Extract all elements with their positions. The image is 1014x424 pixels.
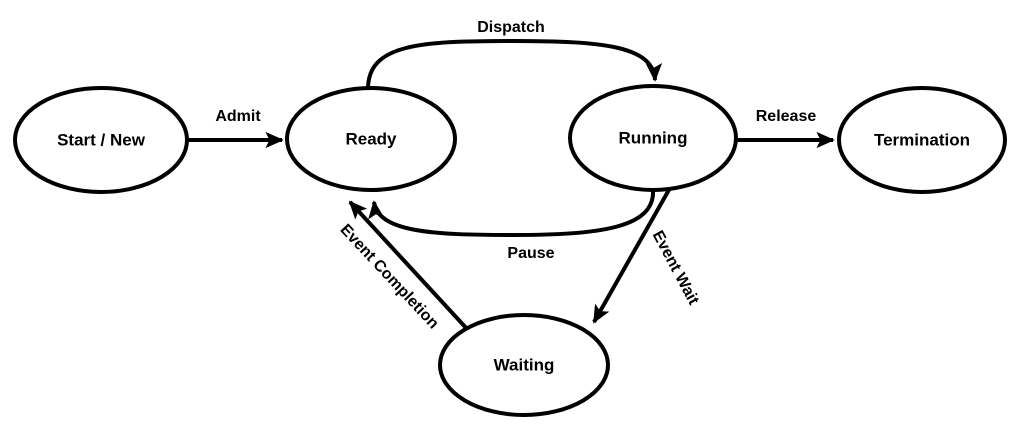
node-waiting[interactable]: Waiting (438, 313, 610, 417)
node-ready-ellipse[interactable] (285, 86, 457, 192)
edge-label-event-wait: Event Wait (649, 228, 702, 308)
node-label-ready: Ready (345, 129, 397, 148)
edge-release: Release (737, 108, 835, 149)
edge-pause: Pause (368, 189, 656, 262)
edge-event-completion-line (348, 200, 470, 332)
edge-label-dispatch: Dispatch (477, 19, 545, 36)
node-termination-ellipse[interactable] (837, 86, 1007, 194)
edge-event-wait-line (592, 187, 672, 324)
edge-pause-arc (368, 189, 656, 238)
edge-label-event-completion: Event Completion (337, 221, 442, 332)
node-start-new[interactable]: Start / New (13, 86, 189, 194)
edge-dispatch-arc (366, 38, 663, 90)
node-running-ellipse[interactable] (568, 84, 738, 192)
edge-label-pause: Pause (507, 245, 554, 262)
node-ready[interactable]: Ready (285, 86, 457, 192)
edge-dispatch: Dispatch (366, 19, 663, 90)
edge-label-admit: Admit (215, 108, 261, 125)
node-running[interactable]: Running (568, 84, 738, 192)
node-label-running: Running (619, 128, 688, 147)
node-label-waiting: Waiting (494, 355, 555, 374)
edge-admit: Admit (188, 108, 284, 149)
edge-event-completion: Event Completion (337, 200, 470, 332)
edge-label-release: Release (756, 108, 817, 125)
node-label-start-new: Start / New (57, 130, 146, 149)
node-termination[interactable]: Termination (837, 86, 1007, 194)
node-label-termination: Termination (874, 130, 970, 149)
node-start-new-ellipse[interactable] (13, 86, 189, 194)
node-waiting-ellipse[interactable] (438, 313, 610, 417)
